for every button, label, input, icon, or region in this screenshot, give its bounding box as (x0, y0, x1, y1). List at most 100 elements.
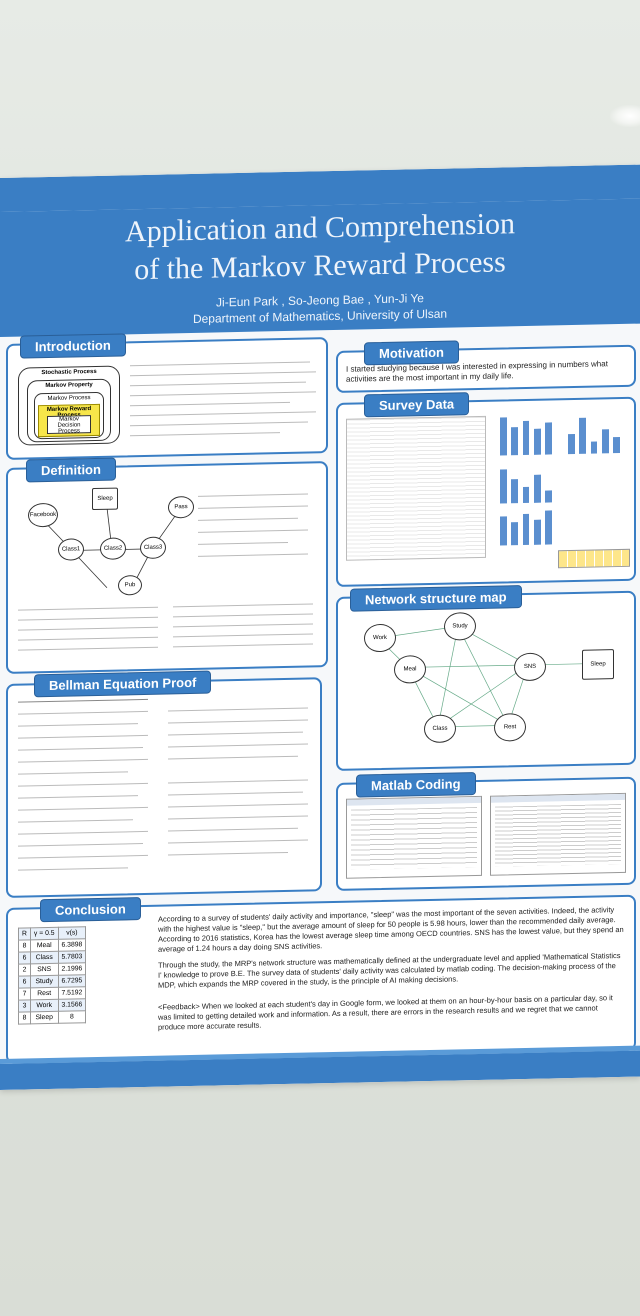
definition-text-line (173, 633, 313, 638)
proof-line (18, 771, 128, 775)
poster-bottom-band (0, 1050, 640, 1090)
table-cell: Work (30, 999, 59, 1012)
survey-bar (568, 433, 575, 455)
intro-diagram-level2: Markov Property Markov Process Markov Re… (27, 378, 111, 443)
table-cell: 6.7295 (58, 974, 86, 988)
table-cell: 6 (18, 951, 31, 965)
survey-data-table (346, 415, 486, 561)
survey-bar (522, 486, 530, 504)
survey-summary-table (558, 548, 630, 569)
proof-line (168, 791, 303, 796)
proof-line (18, 867, 128, 871)
definition-text-line (198, 505, 308, 509)
table-cell: 2 (18, 963, 31, 977)
matlab-code-lines (351, 807, 477, 870)
survey-bar (511, 427, 519, 456)
network-heading: Network structure map (350, 585, 522, 612)
survey-bar (545, 510, 552, 545)
intro-text-line (130, 411, 316, 417)
matlab-toolbar (491, 793, 625, 803)
intro-diagram-outer: Stochastic Process Markov Property Marko… (18, 365, 120, 446)
definition-text-line (18, 616, 158, 621)
proof-line (18, 819, 133, 823)
intro-diagram-level1: Stochastic Process (41, 368, 97, 377)
table-cell: Study (30, 975, 59, 988)
intro-text-line (130, 381, 306, 387)
intro-diagram-level5: Markov Decision Process (47, 415, 91, 435)
table-cell: 8 (58, 1010, 86, 1024)
survey-chart-2 (566, 413, 622, 455)
network-panel: Work Study Meal SNS Sleep Class Rest (336, 590, 636, 771)
definition-heading: Definition (26, 457, 116, 483)
table-cell: 3 (18, 999, 31, 1013)
survey-chart-4 (498, 508, 554, 546)
intro-diagram-level2-label: Markov Property (45, 382, 93, 390)
proof-line (168, 779, 308, 784)
proof-line (18, 723, 138, 727)
table-cell: 3.1566 (58, 998, 86, 1012)
network-node-sleep: Sleep (582, 649, 614, 680)
survey-bar (590, 441, 598, 454)
definition-text-line (173, 623, 313, 628)
motivation-heading: Motivation (364, 340, 459, 366)
proof-line (18, 698, 148, 703)
definition-text-line (198, 553, 308, 557)
proof-line (168, 803, 308, 808)
intro-text-line (130, 361, 310, 367)
conclusion-paragraph-3: <Feedback> When we looked at each studen… (158, 993, 613, 1032)
proof-line (18, 830, 148, 835)
definition-text-line (18, 626, 158, 631)
diagram-node-sleep: Sleep (92, 487, 118, 511)
proof-line (168, 719, 308, 724)
poster: Application and Comprehension of the Mar… (0, 164, 640, 1090)
intro-text-line (130, 401, 290, 407)
definition-text-line (18, 636, 158, 641)
survey-chart-3 (498, 462, 554, 504)
table-cell: 6 (18, 975, 31, 989)
table-cell: 7 (18, 987, 31, 1001)
conclusion-heading: Conclusion (40, 897, 141, 923)
table-header-cell: R (18, 927, 31, 941)
definition-text-line (198, 529, 308, 533)
intro-text-line (130, 391, 316, 397)
survey-bar (511, 521, 519, 546)
table-cell: 2.1996 (58, 962, 86, 976)
proof-line (168, 731, 303, 736)
conclusion-paragraph-2: Through the study, the MRP's network str… (158, 951, 621, 990)
survey-bar (533, 474, 541, 503)
proof-line (168, 707, 308, 712)
survey-bar (613, 437, 620, 454)
proof-line (18, 758, 148, 763)
survey-chart-1 (498, 414, 554, 456)
table-header-cell: v(s) (58, 926, 86, 940)
definition-text-line (18, 606, 158, 611)
survey-bar (500, 469, 507, 504)
definition-text-line (173, 613, 313, 618)
proof-line (168, 743, 308, 748)
intro-text-line (130, 421, 308, 427)
table-cell: 5.7803 (58, 950, 86, 964)
survey-bar (545, 422, 552, 455)
matlab-heading: Matlab Coding (356, 772, 476, 798)
table-cell: SNS (30, 963, 59, 976)
network-svg (377, 626, 588, 728)
table-header-cell: γ = 0.5 (30, 927, 59, 940)
introduction-heading: Introduction (20, 333, 126, 359)
survey-bar (545, 490, 552, 503)
table-cell: Meal (30, 939, 59, 952)
table-cell: 8 (18, 939, 31, 953)
survey-bar (533, 428, 541, 455)
table-cell: 7.5192 (58, 986, 86, 1000)
matlab-screenshot-1 (346, 795, 482, 879)
bellman-panel (6, 677, 322, 898)
proof-line (18, 806, 148, 811)
definition-text-line (18, 646, 158, 651)
proof-line (168, 851, 288, 856)
survey-heading: Survey Data (364, 392, 470, 418)
intro-diagram-level3: Markov Process Markov Reward Process Mar… (34, 391, 104, 440)
survey-panel (336, 396, 636, 587)
matlab-output-lines (495, 803, 621, 867)
survey-bar (522, 420, 530, 456)
intro-text-line (130, 371, 316, 377)
